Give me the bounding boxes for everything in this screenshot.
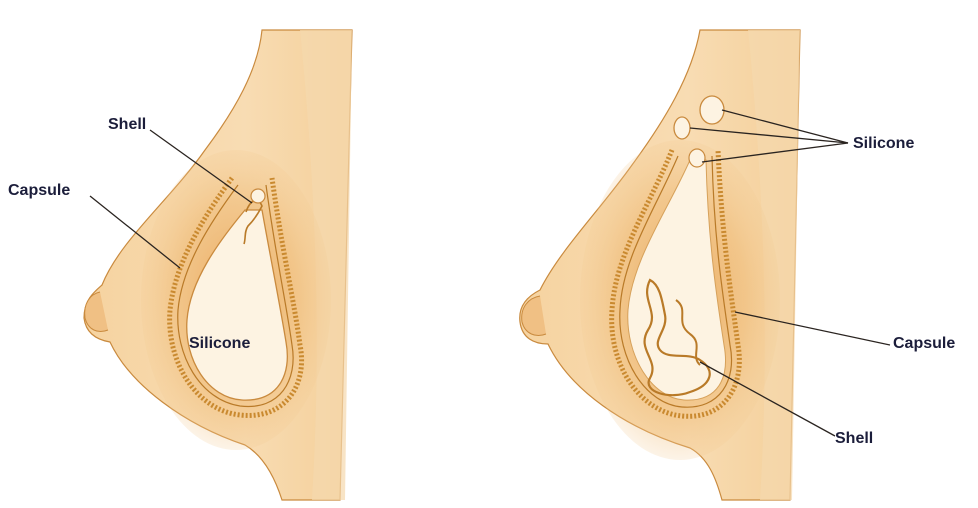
left-silicone-label: Silicone [189, 336, 250, 352]
right-silicone-label: Silicone [853, 136, 914, 152]
right-silicone-droplet-1 [700, 96, 724, 124]
right-capsule-label: Capsule [893, 336, 955, 352]
left-shell-label: Shell [108, 117, 146, 133]
right-shell-label: Shell [835, 431, 873, 447]
right-silicone-droplet-2 [674, 117, 690, 139]
left-shell-bubble [251, 189, 265, 203]
left-breast-figure [84, 30, 352, 500]
right-silicone-droplet-3 [689, 149, 705, 167]
left-capsule-label: Capsule [8, 183, 70, 199]
